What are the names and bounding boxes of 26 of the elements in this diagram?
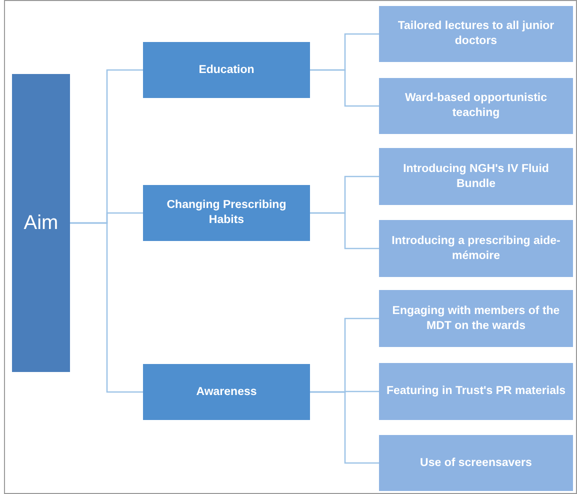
process-box (379, 435, 573, 491)
box-label: Aim (24, 211, 58, 236)
process-box (379, 148, 573, 205)
box-label: Education (198, 62, 254, 78)
connector-line (70, 222, 143, 393)
process-box (143, 185, 310, 241)
box-label: Introducing NGH's IV Fluid Bundle (402, 162, 550, 192)
process-box (379, 220, 573, 277)
aim-box (12, 74, 70, 372)
box-label: Awareness (196, 384, 257, 400)
connector-line (310, 391, 379, 464)
box-label: Introducing a prescribing aide-mémoire (390, 234, 562, 264)
process-box (143, 42, 310, 98)
box-label: Changing Prescribing Habits (166, 198, 288, 228)
process-box (379, 363, 573, 420)
box-label: Tailored lectures to all junior doctors (396, 19, 556, 49)
process-box (379, 290, 573, 347)
process-box (379, 78, 573, 134)
box-label: Featuring in Trust's PR materials (386, 384, 566, 399)
process-box (143, 364, 310, 420)
connector-line (310, 212, 379, 250)
connector-line (310, 69, 379, 107)
box-label: Engaging with members of the MDT on the wards (391, 304, 561, 334)
box-label: Ward-based opportunistic teaching (404, 91, 548, 121)
box-label: Use of screensavers (420, 456, 532, 470)
process-box (379, 6, 573, 62)
